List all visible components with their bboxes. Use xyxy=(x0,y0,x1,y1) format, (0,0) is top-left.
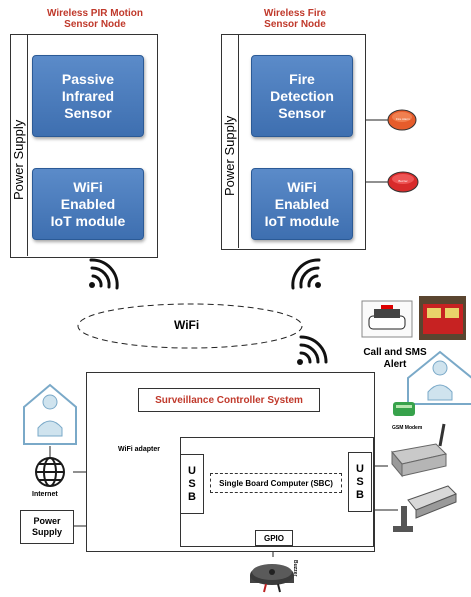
pir-node-title-line1: Wireless PIR Motion xyxy=(46,8,144,19)
usb-left-u: U xyxy=(188,464,196,477)
fire-alarm-label: Fire Alarm xyxy=(396,117,410,121)
pir-power-supply-label: Power Supply xyxy=(11,119,26,200)
usb-right-port: U S B xyxy=(348,452,372,512)
fire-node-title: Wireless Fire Sensor Node xyxy=(245,8,345,30)
pir-sensor-line1: Passive xyxy=(61,70,115,87)
alert-line1: Call and SMS xyxy=(363,347,427,358)
buzzer-label: Buzzer xyxy=(292,560,298,577)
pir-node-title-line2: Sensor Node xyxy=(64,19,126,30)
fire-module-line3: IoT module xyxy=(264,212,340,229)
fire-sensor-line1: Fire xyxy=(289,70,315,87)
pir-sensor-line2: Infrared xyxy=(61,87,115,104)
alert-line2: Alert xyxy=(383,359,407,370)
gsm-modem-icon xyxy=(391,423,447,478)
buzzer-device-label: Buzzer xyxy=(398,179,408,183)
power-supply-line2: Supply xyxy=(31,527,62,537)
fire-node-title-line1: Wireless Fire xyxy=(263,8,327,19)
pir-iot-module-box: WiFi Enabled IoT module xyxy=(32,168,144,240)
internet-label: Internet xyxy=(32,491,58,498)
usb-right-u: U xyxy=(356,462,364,475)
alert-label: Call and SMS Alert xyxy=(360,347,430,371)
fire-sensor-box: Fire Detection Sensor xyxy=(251,55,353,137)
fire-sensor-line3: Sensor xyxy=(278,104,326,121)
security-camera-icon xyxy=(393,485,457,532)
fire-sensor-line2: Detection xyxy=(270,87,334,104)
sbc-label-box: Single Board Computer (SBC) xyxy=(210,473,342,493)
usb-left-b: B xyxy=(188,490,196,503)
wifi-label: WiFi xyxy=(174,318,200,332)
fire-power-strip xyxy=(221,34,239,248)
home-user-icon-right xyxy=(407,350,471,405)
fire-module-line1: WiFi xyxy=(287,178,317,195)
fire-module-line2: Enabled xyxy=(274,195,330,212)
power-supply-box: Power Supply xyxy=(20,510,74,544)
controller-title: Surveillance Controller System xyxy=(155,394,303,406)
gpio-box: GPIO xyxy=(255,530,293,546)
fire-iot-module-box: WiFi Enabled IoT module xyxy=(251,168,353,240)
police-car-icon xyxy=(361,300,413,338)
home-user-icon-left xyxy=(23,383,77,445)
pir-node-title: Wireless PIR Motion Sensor Node xyxy=(20,8,170,30)
sbc-label: Single Board Computer (SBC) xyxy=(219,478,333,488)
fire-wifi-signal-icon xyxy=(291,258,321,290)
usb-right-b: B xyxy=(356,488,364,501)
controller-wifi-signal-icon xyxy=(297,335,328,365)
sms-icon xyxy=(393,402,415,416)
wifi-ellipse xyxy=(77,303,303,349)
pir-power-strip xyxy=(10,34,28,256)
usb-left-s: S xyxy=(188,477,196,490)
gsm-label: GSM Modem xyxy=(392,425,423,431)
power-supply-line1: Power xyxy=(33,516,61,526)
gpio-label: GPIO xyxy=(263,533,284,543)
buzzer-component-icon xyxy=(250,564,294,593)
fire-alarm-icon xyxy=(387,109,417,131)
internet-globe-icon xyxy=(35,457,65,487)
usb-right-s: S xyxy=(356,475,364,488)
fire-truck-icon xyxy=(419,296,466,340)
pir-wifi-signal-icon xyxy=(89,258,119,290)
usb-left-port: U S B xyxy=(180,454,204,514)
pir-sensor-box: Passive Infrared Sensor xyxy=(32,55,144,137)
controller-title-box: Surveillance Controller System xyxy=(138,388,320,412)
pir-sensor-line3: Sensor xyxy=(64,104,112,121)
buzzer-device-icon xyxy=(387,171,419,193)
pir-module-line1: WiFi xyxy=(73,178,103,195)
wifi-adapter-label: WiFi adapter xyxy=(118,446,160,453)
pir-module-line3: IoT module xyxy=(50,212,126,229)
pir-module-line2: Enabled xyxy=(60,195,116,212)
fire-node-title-line2: Sensor Node xyxy=(264,19,326,30)
fire-power-supply-label: Power Supply xyxy=(222,115,237,196)
